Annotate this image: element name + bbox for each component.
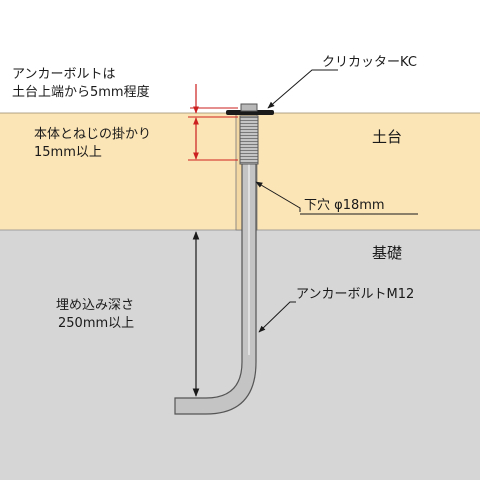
- thread-engagement-label-line2: 15mm以上: [34, 145, 102, 160]
- kc-fitting-flange: [226, 110, 274, 115]
- embed-depth-label-line2: 250mm以上: [58, 316, 134, 331]
- thread-engagement-label-line1: 本体とねじの掛かり: [34, 127, 151, 142]
- bolt-top: [240, 103, 258, 112]
- kc-fitting-label: クリカッターKC: [322, 55, 417, 70]
- anchor-bolt-leader: [258, 301, 296, 333]
- foundation-area: [0, 230, 480, 480]
- foundation-label: 基礎: [372, 244, 402, 262]
- pilot-hole-label: 下穴 φ18mm: [304, 198, 385, 213]
- sill-label: 土台: [372, 128, 402, 146]
- embed-depth-label-line1: 埋め込み深さ: [56, 298, 134, 313]
- bolt-offset-label-line1: アンカーボルトは: [12, 67, 115, 82]
- bolt-offset-label-line2: 土台上端から5mm程度: [12, 84, 150, 100]
- pilot-hole-leader: [255, 181, 301, 212]
- kc-fitting-leader: [267, 69, 338, 109]
- anchor-bolt: [174, 151, 257, 415]
- kc-fitting-threads: [239, 115, 259, 165]
- anchor-bolt-label: アンカーボルトM12: [296, 287, 414, 302]
